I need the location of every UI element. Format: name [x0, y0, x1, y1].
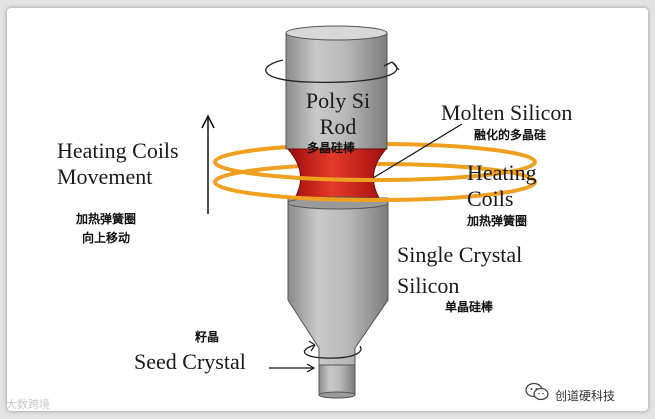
- seed-pointer-arrow: [269, 363, 316, 373]
- single-crystal-silicon-label: Single Crystal Silicon: [397, 242, 522, 299]
- poly-si-rod-label: Poly Si Rod: [293, 88, 383, 140]
- poly-si-rod-label-zh: 多晶硅棒: [307, 141, 356, 155]
- poly-si-rod-line-2: Rod: [319, 114, 357, 139]
- rotation-arrow-top: [265, 59, 400, 83]
- rotation-arrow-bottom: [303, 340, 362, 359]
- heating-coils-label: Heating Coils: [467, 160, 537, 212]
- wechat-icon: [525, 382, 549, 401]
- diagram-panel: Poly Si Rod 多晶硅棒 Molten Silicon 融化的多晶硅 H…: [7, 8, 648, 411]
- movement-line-1: Heating Coils: [57, 138, 179, 163]
- molten-silicon-label-zh: 融化的多晶硅: [474, 128, 547, 142]
- heating-coils-label-zh: 加热弹簧圈: [467, 214, 528, 228]
- single-crystal-line-2: Silicon: [397, 273, 460, 298]
- molten-pointer-line: [372, 123, 463, 179]
- heating-coils-front: [213, 161, 537, 202]
- upward-arrow: [201, 114, 215, 214]
- heating-coils-line-2: Coils: [467, 186, 514, 211]
- movement-line-2: Movement: [57, 164, 153, 189]
- single-crystal-line-1: Single Crystal: [397, 242, 523, 267]
- molten-silicon-zone: [286, 148, 388, 199]
- movement-zh-line-2: 向上移动: [81, 231, 130, 245]
- watermark-right: 创道硬科技: [555, 389, 616, 403]
- heating-coils-line-1: Heating: [467, 160, 537, 185]
- movement-zh-line-1: 加热弹簧圈: [75, 212, 136, 226]
- heating-coils-movement-label: Heating Coils Movement: [57, 138, 179, 190]
- watermark-left: 大数跨境: [6, 398, 50, 411]
- seed-crystal-label: Seed Crystal: [134, 349, 246, 374]
- poly-si-rod-line-1: Poly Si: [305, 88, 371, 113]
- heating-coils-movement-label-zh: 加热弹簧圈 向上移动: [71, 212, 141, 246]
- float-zone-diagram: [201, 25, 537, 399]
- molten-silicon-label: Molten Silicon: [441, 100, 573, 125]
- single-crystal-silicon-label-zh: 单晶硅棒: [445, 300, 494, 314]
- seed-crystal-label-zh: 籽晶: [195, 330, 220, 344]
- poly-si-rod-shape: [285, 25, 388, 150]
